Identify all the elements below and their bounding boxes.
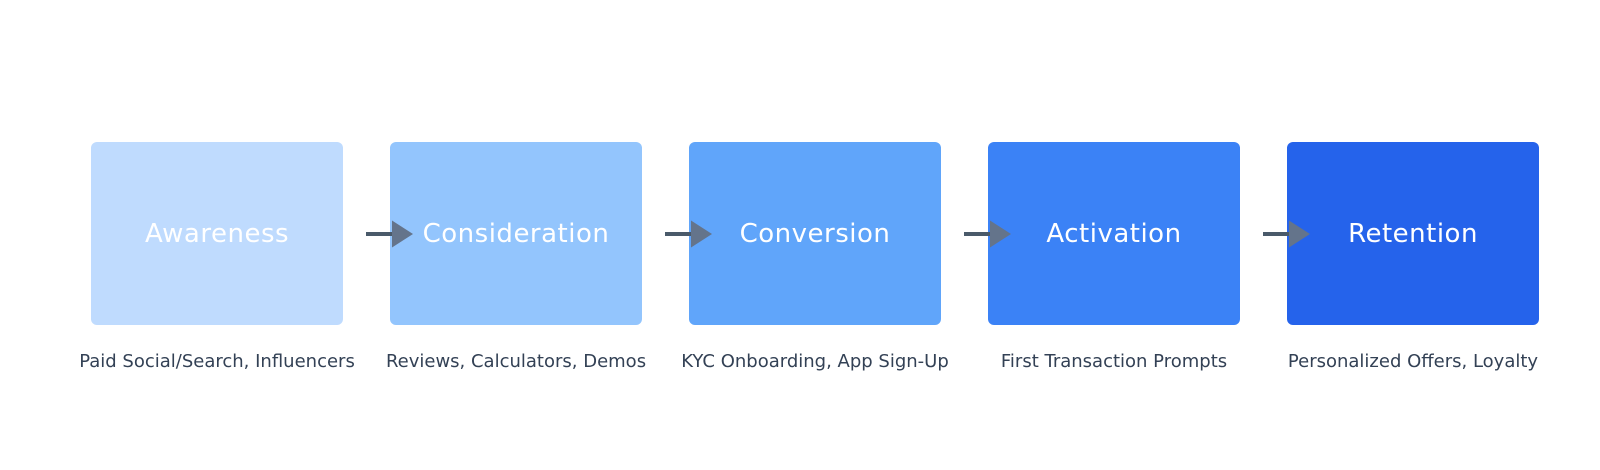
arrow-connector <box>642 142 712 325</box>
stage-label: Retention <box>1348 218 1478 249</box>
stage-caption: KYC Onboarding, App Sign-Up <box>681 351 949 372</box>
stage-label: Conversion <box>739 218 891 249</box>
stage-caption: Paid Social/Search, Influencers <box>79 351 355 372</box>
stage-box-consideration: Consideration <box>390 142 642 325</box>
stage-caption: Personalized Offers, Loyalty <box>1287 351 1539 372</box>
stage-box-retention: Retention <box>1287 142 1539 325</box>
arrow-connector <box>343 142 413 325</box>
stage-label: Activation <box>1046 218 1182 249</box>
arrow-connector <box>1240 142 1310 325</box>
arrow-right-icon <box>366 220 413 248</box>
stage-box-awareness: Awareness <box>91 142 343 325</box>
stage-caption: First Transaction Prompts <box>1000 351 1228 372</box>
stage-box-activation: Activation <box>988 142 1240 325</box>
stage-box-conversion: Conversion <box>689 142 941 325</box>
arrow-connector <box>941 142 1011 325</box>
stage-caption: Reviews, Calculators, Demos <box>385 351 647 372</box>
stage-label: Consideration <box>422 218 610 249</box>
arrow-right-icon <box>964 220 1011 248</box>
stage-label: Awareness <box>144 218 290 249</box>
arrow-right-icon <box>1263 220 1310 248</box>
arrow-right-icon <box>665 220 712 248</box>
